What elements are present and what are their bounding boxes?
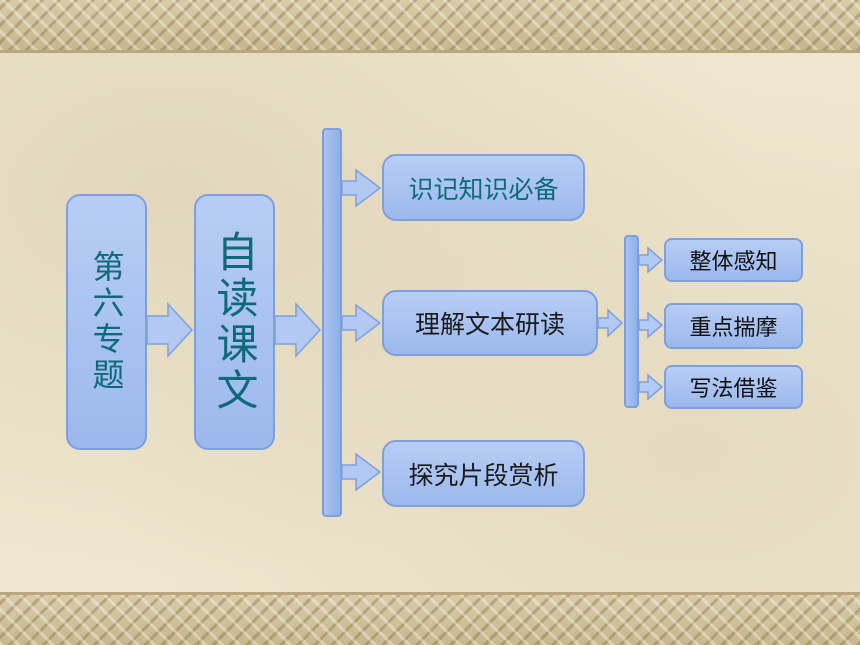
- arrow-bar-to-branch-2: [341, 303, 382, 343]
- arrow-subbar-to-sub-1: [638, 246, 664, 274]
- sub-branch-box-1[interactable]: 整体感知: [664, 238, 803, 282]
- decorative-border-top: [0, 0, 860, 53]
- sub-branch-box-2[interactable]: 重点揣摩: [664, 303, 803, 349]
- arrow-topic-to-section: [146, 302, 194, 358]
- branch-box-1[interactable]: 识记知识必备: [382, 154, 585, 221]
- arrow-branch-to-subbar: [597, 308, 624, 338]
- arrow-subbar-to-sub-3: [638, 373, 664, 401]
- arrow-bar-to-branch-1: [341, 168, 382, 208]
- topic-box: 第六专题: [66, 194, 147, 450]
- sub-branch-label-1: 整体感知: [689, 250, 778, 275]
- arrow-section-to-bar: [274, 302, 322, 358]
- section-label: 自读课文: [210, 230, 259, 414]
- branch-label-3: 探究片段赏析: [408, 460, 559, 490]
- branch-label-1: 识记知识必备: [408, 174, 559, 204]
- sub-branch-label-3: 写法借鉴: [689, 377, 778, 402]
- arrow-subbar-to-sub-2: [638, 311, 664, 339]
- topic-label: 第六专题: [87, 250, 126, 394]
- branch-connector-bar: [322, 128, 342, 517]
- decorative-border-bottom: [0, 592, 860, 645]
- sub-branch-box-3[interactable]: 写法借鉴: [664, 365, 803, 409]
- sub-branch-label-2: 重点揣摩: [689, 316, 778, 341]
- sub-branch-connector-bar: [624, 235, 639, 408]
- section-box: 自读课文: [194, 194, 275, 450]
- branch-box-2[interactable]: 理解文本研读: [382, 290, 598, 356]
- arrow-bar-to-branch-3: [341, 452, 382, 492]
- branch-label-2: 理解文本研读: [414, 310, 565, 339]
- branch-box-3[interactable]: 探究片段赏析: [382, 440, 585, 507]
